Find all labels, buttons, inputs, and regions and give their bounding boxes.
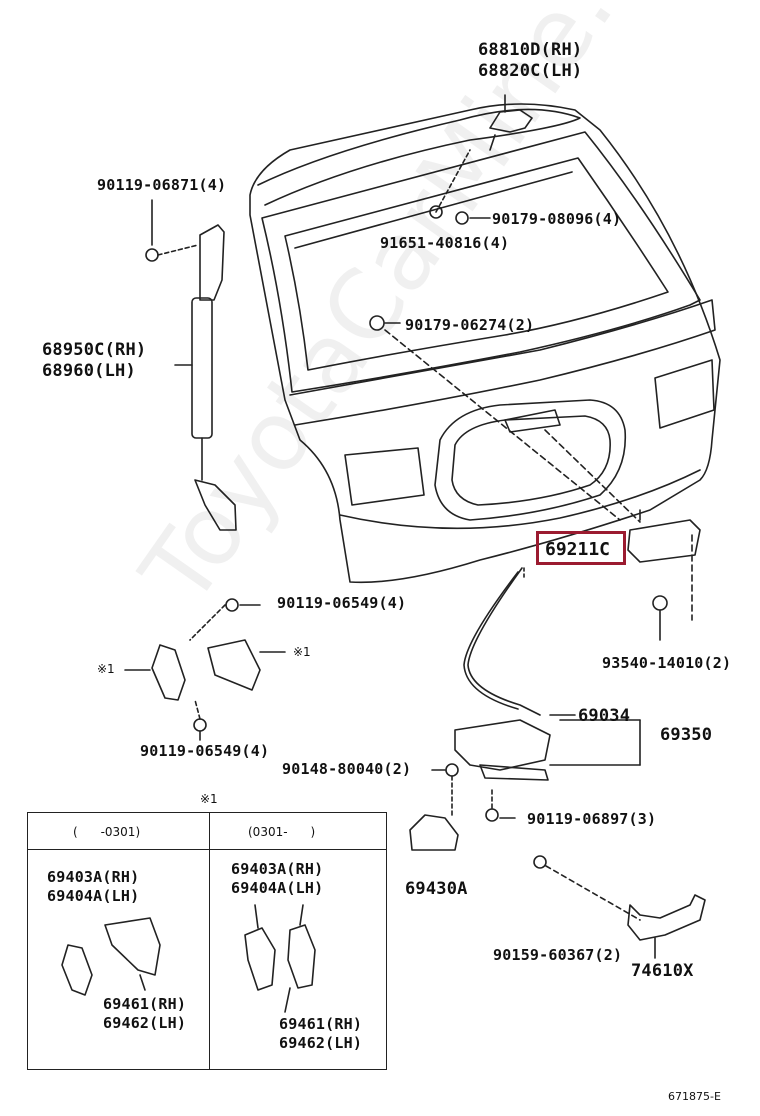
hinge-shape — [489, 109, 533, 133]
inset-divider — [209, 813, 210, 1069]
back-door-outline — [249, 103, 721, 584]
label-90119-06549-top: 90119-06549(4) — [277, 594, 407, 612]
damper-lower-bracket — [194, 479, 237, 531]
label-90119-06897: 90119-06897(3) — [527, 810, 657, 828]
variant-inset-table: ( -0301) (0301- ) 69403A(RH) 69404A(LH) … — [27, 812, 387, 1070]
spoiler-edge — [257, 108, 581, 206]
lamp-right — [654, 359, 715, 429]
inset-right-pad — [244, 927, 276, 991]
label-damper-rh: 68950C(RH) — [42, 340, 147, 360]
label-mark-1-right: ※1 — [293, 645, 311, 659]
inset-left-69404A: 69404A(LH) — [47, 887, 140, 905]
inside-handle-74610X — [627, 894, 706, 941]
striker-69430A — [409, 814, 459, 851]
handle-slot — [504, 409, 561, 433]
inset-right-69461: 69461(RH) — [279, 1015, 363, 1033]
label-90119-06549-bottom: 90119-06549(4) — [140, 742, 270, 760]
label-69430A: 69430A — [405, 879, 468, 899]
label-90179-08096: 90179-08096(4) — [492, 210, 622, 228]
label-damper: 68950C(RH) 68960(LH) — [42, 340, 146, 382]
inset-right-bracket — [287, 924, 316, 989]
inset-right-top-labels: 69403A(RH) 69404A(LH) — [231, 860, 323, 898]
inset-right-bottom-labels: 69461(RH) 69462(LH) — [279, 1015, 362, 1053]
label-93540-14010: 93540-14010(2) — [602, 654, 732, 672]
release-cable — [467, 567, 541, 716]
window-frame-inner — [284, 157, 669, 371]
inset-mark: ※1 — [200, 792, 218, 806]
lock-assembly-69350 — [454, 719, 551, 771]
label-69034: 69034 — [578, 706, 631, 726]
label-hinge: 68810D(RH) 68820C(LH) — [478, 40, 582, 82]
damper-upper-bracket — [199, 224, 225, 301]
cover-pad-left — [151, 644, 186, 701]
inset-header — [28, 813, 386, 850]
inset-header-right: (0301- ) — [248, 825, 316, 839]
label-mark-1-left: ※1 — [97, 662, 115, 676]
label-90179-06274: 90179-06274(2) — [405, 316, 535, 334]
label-hinge-lh: 68820C(LH) — [478, 61, 583, 81]
inset-left-bottom-labels: 69461(RH) 69462(LH) — [103, 995, 186, 1033]
label-69211C: 69211C — [545, 539, 611, 560]
label-91651-40816: 91651-40816(4) — [380, 234, 510, 252]
label-90159-60367: 90159-60367(2) — [493, 946, 623, 964]
inset-left-top-labels: 69403A(RH) 69404A(LH) — [47, 868, 139, 906]
cover-bracket-left — [207, 639, 261, 691]
window-inner-line — [294, 171, 573, 249]
drawing-number: 671875-E — [668, 1090, 721, 1103]
inset-right-69403A: 69403A(RH) — [231, 860, 324, 878]
inset-right-69462: 69462(LH) — [279, 1034, 363, 1052]
lower-edge — [339, 469, 701, 530]
inset-right-69404A: 69404A(LH) — [231, 879, 324, 897]
window-frame-outer — [261, 131, 701, 393]
inset-left-69461: 69461(RH) — [103, 995, 187, 1013]
outside-handle-69211C — [627, 519, 701, 563]
garnish-band — [289, 299, 716, 426]
lamp-left — [344, 447, 425, 506]
inset-header-left: ( -0301) — [73, 825, 141, 839]
label-90119-06871: 90119-06871(4) — [97, 176, 227, 194]
inset-left-69403A: 69403A(RH) — [47, 868, 140, 886]
highlight-box: 69211C — [536, 531, 626, 565]
label-74610X: 74610X — [631, 961, 694, 981]
label-hinge-rh: 68810D(RH) — [478, 40, 583, 60]
label-damper-lh: 68960(LH) — [42, 361, 136, 381]
inset-left-69462: 69462(LH) — [103, 1014, 187, 1032]
license-recess — [434, 399, 627, 521]
label-69350: 69350 — [660, 725, 713, 745]
label-90148-80040: 90148-80040(2) — [282, 760, 412, 778]
inset-left-bracket — [104, 917, 161, 976]
inset-left-pad — [61, 944, 93, 996]
